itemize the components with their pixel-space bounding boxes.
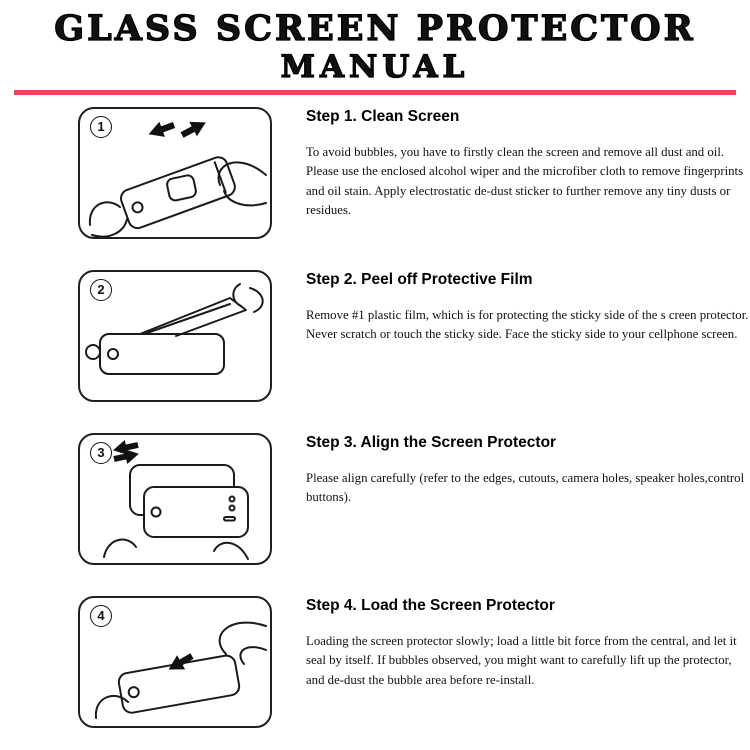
steps-list: 1 bbox=[0, 106, 750, 728]
left-hand bbox=[94, 694, 129, 719]
step-4-body: Loading the screen protector slowly; loa… bbox=[306, 633, 737, 687]
step-1-heading: Step 1. Clean Screen bbox=[306, 107, 460, 125]
step-1-illustration: 1 bbox=[78, 106, 272, 239]
home-button bbox=[107, 347, 119, 360]
step-4-number-badge: 4 bbox=[90, 604, 112, 627]
cleaning-cloth bbox=[166, 174, 197, 202]
left-hand-lower bbox=[91, 217, 128, 237]
step-4-text: Step 4. Load the Screen Protector Loadin… bbox=[306, 596, 750, 690]
step-3-heading: Step 3. Align the Screen Protector bbox=[306, 433, 557, 451]
pressing-hand bbox=[218, 621, 267, 655]
speaker-slot bbox=[223, 515, 236, 522]
thumb bbox=[85, 343, 101, 360]
step-3-number-badge: 3 bbox=[90, 441, 112, 464]
step-3-text: Step 3. Align the Screen Protector Pleas… bbox=[306, 433, 750, 508]
step-row-1: 1 bbox=[0, 106, 750, 239]
step-1-number-badge: 1 bbox=[90, 115, 112, 138]
right-hand-lower bbox=[223, 189, 267, 207]
step-2-drawing bbox=[85, 282, 264, 375]
left-hand bbox=[103, 538, 137, 558]
right-hand bbox=[213, 541, 249, 560]
phone-outline bbox=[143, 485, 249, 538]
phone-outline bbox=[120, 156, 236, 229]
step-2-body: Remove #1 plastic film, which is for pro… bbox=[306, 307, 749, 342]
step-4-drawing bbox=[94, 621, 267, 719]
step-2-text: Step 2. Peel off Protective Film Remove … bbox=[306, 270, 750, 345]
step-2-number-badge: 2 bbox=[90, 278, 112, 301]
step-3-drawing bbox=[103, 437, 249, 560]
step-2-heading: Step 2. Peel off Protective Film bbox=[306, 270, 533, 288]
left-hand bbox=[88, 201, 121, 226]
manual-title-line2: MANUAL bbox=[280, 48, 470, 85]
pressing-hand-finger bbox=[239, 646, 267, 665]
step-4-illustration: 4 bbox=[78, 595, 272, 728]
step-row-4: 4 Step 4. Load the Screen Protec bbox=[0, 595, 750, 728]
step-3-body: Please align carefully (refer to the edg… bbox=[306, 470, 745, 505]
camera-hole bbox=[228, 495, 236, 503]
step-1-drawing bbox=[88, 115, 267, 237]
manual-page: GLASS SCREEN PROTECTOR MANUAL 1 bbox=[0, 0, 750, 728]
title-block: GLASS SCREEN PROTECTOR MANUAL bbox=[0, 0, 750, 84]
wipe-arrow-left-icon bbox=[145, 117, 177, 142]
step-3-illustration: 3 bbox=[78, 432, 272, 565]
pinching-hand-finger bbox=[232, 282, 242, 307]
right-hand bbox=[217, 161, 267, 186]
step-row-2: 2 Step 2. Peel off Protective Film Remo bbox=[0, 269, 750, 402]
step-4-heading: Step 4. Load the Screen Protector bbox=[306, 596, 555, 614]
manual-title-line1: GLASS SCREEN PROTECTOR bbox=[54, 8, 696, 49]
title-underline bbox=[14, 89, 736, 95]
step-2-illustration: 2 bbox=[78, 269, 272, 402]
wipe-arrow-right-icon bbox=[178, 115, 210, 143]
step-row-3: 3 Step 3. Al bbox=[0, 432, 750, 565]
press-arrow-icon bbox=[164, 648, 197, 677]
film-edge bbox=[143, 302, 231, 335]
pinching-hand bbox=[249, 286, 264, 313]
step-1-text: Step 1. Clean Screen To avoid bubbles, y… bbox=[306, 107, 750, 221]
camera-hole-2 bbox=[228, 504, 236, 512]
step-1-body: To avoid bubbles, you have to firstly cl… bbox=[306, 144, 744, 218]
home-button bbox=[150, 506, 162, 518]
